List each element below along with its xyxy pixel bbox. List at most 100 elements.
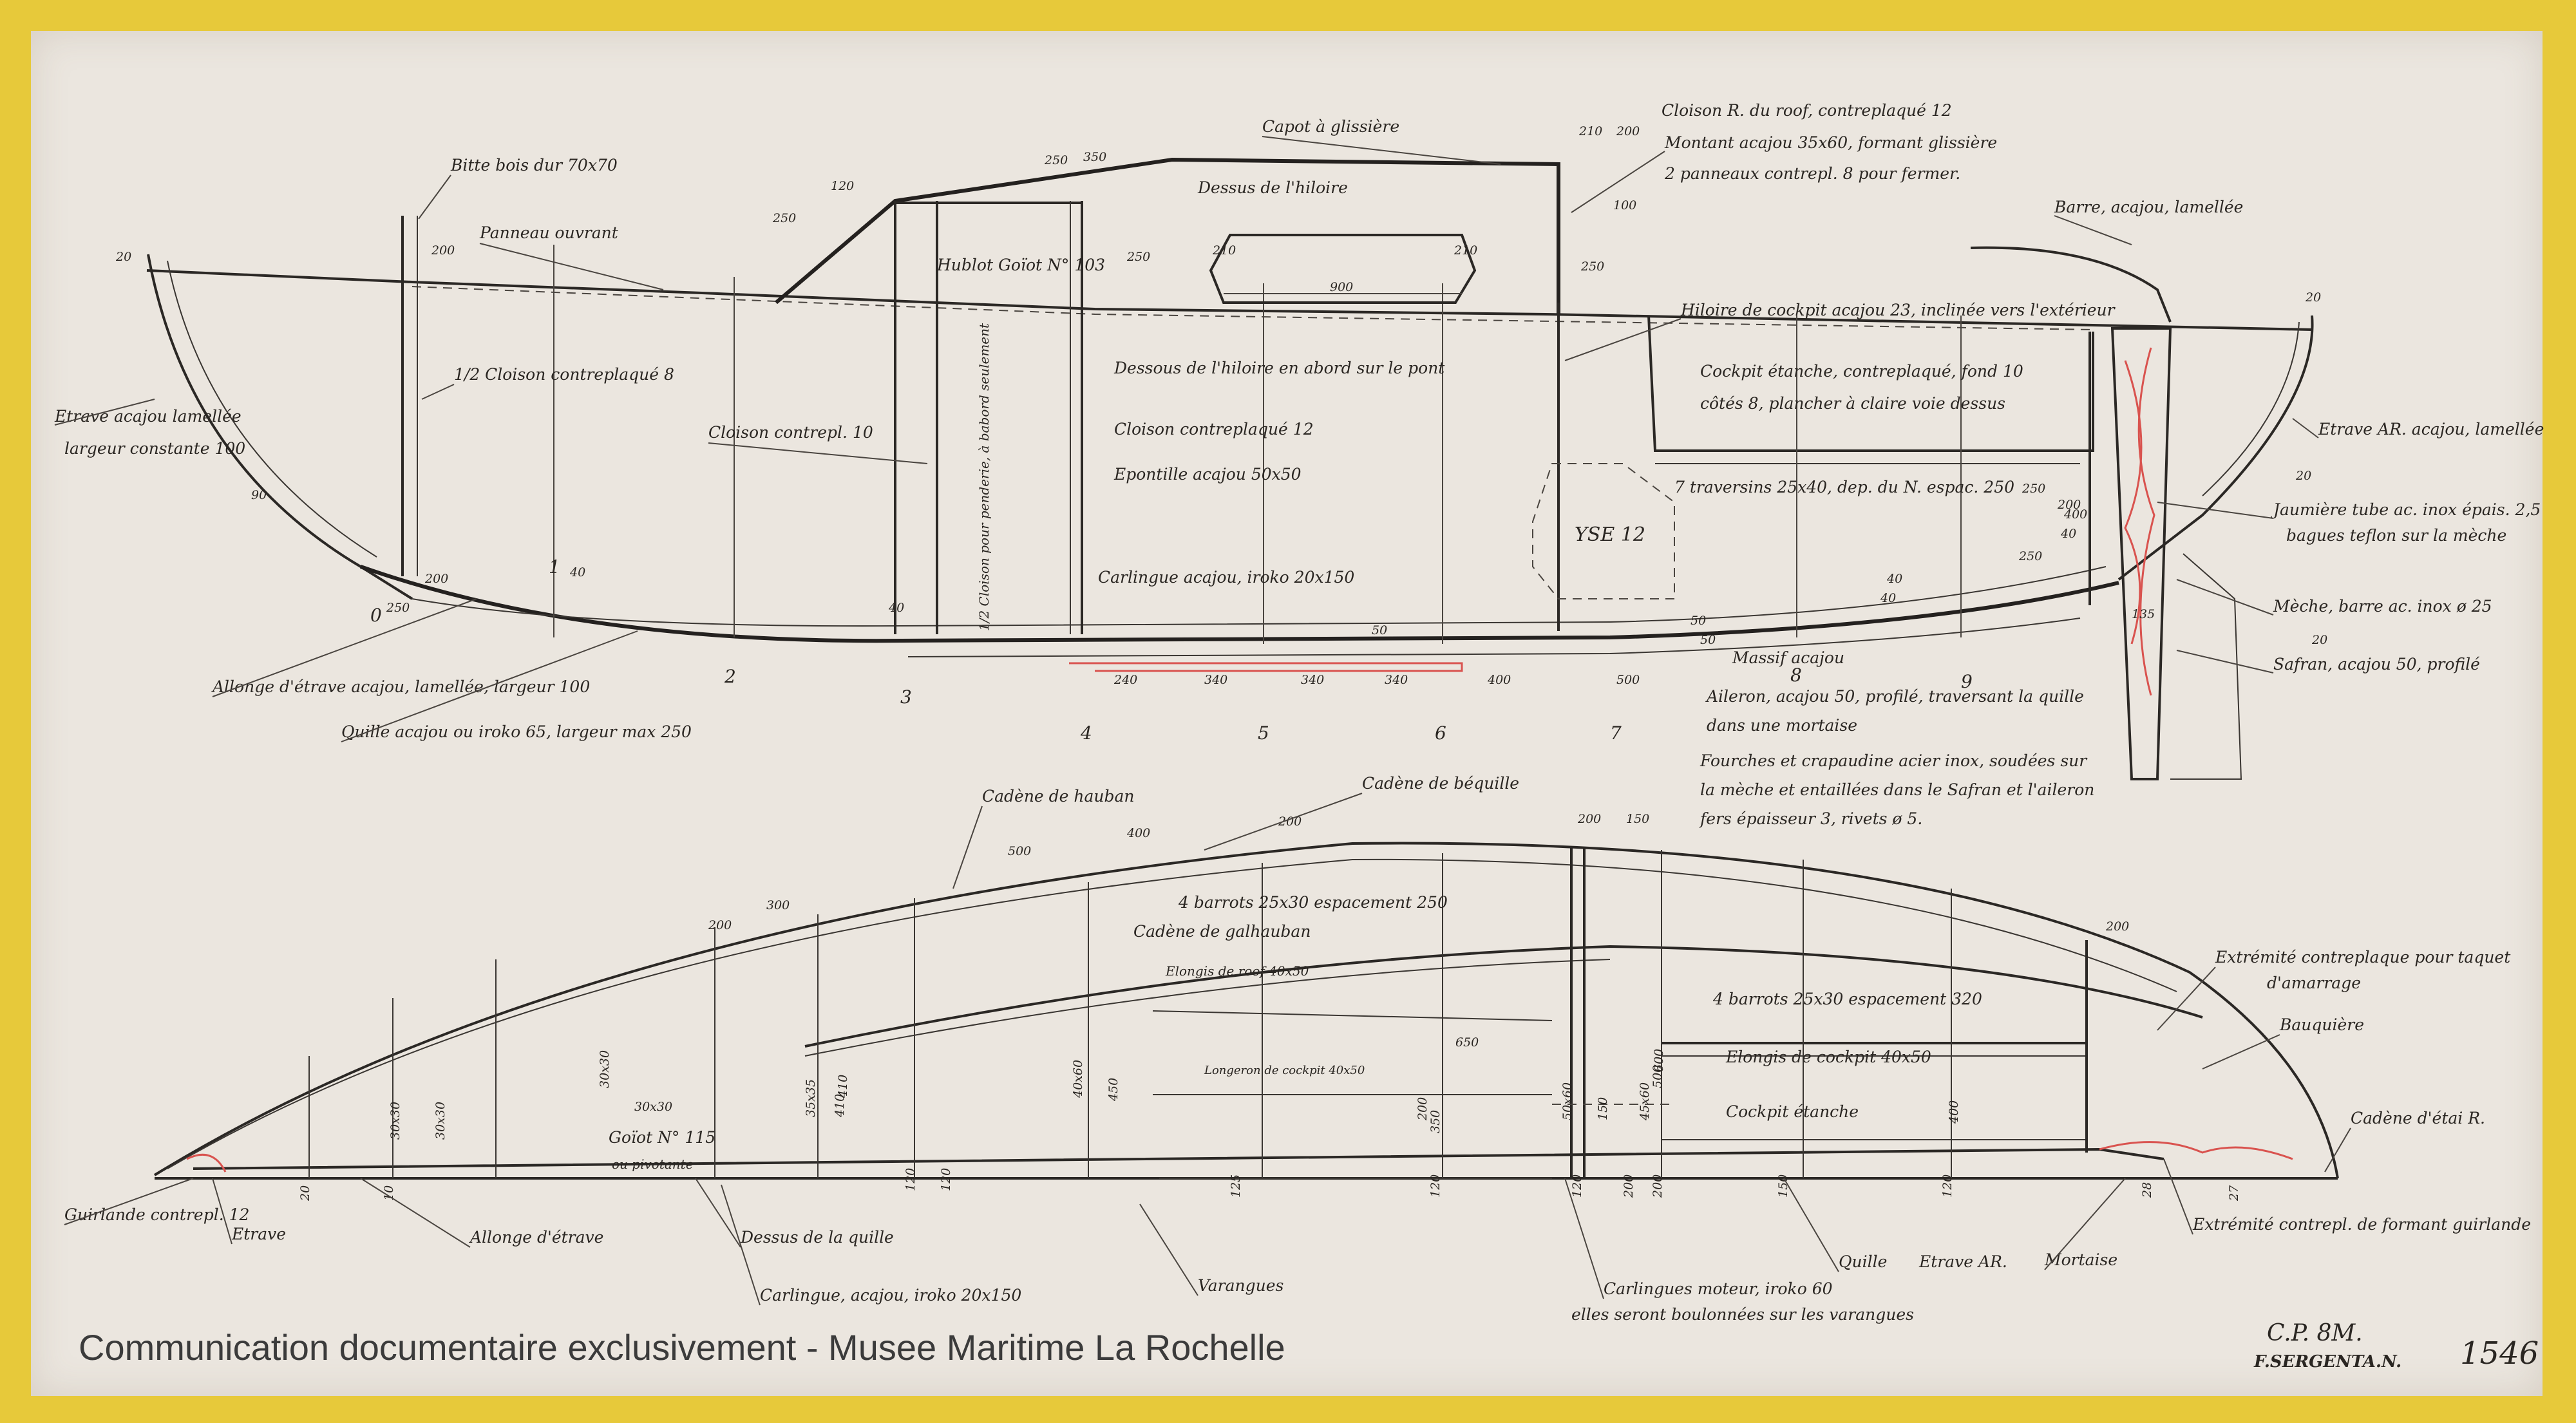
dim-q-38: 27: [2227, 1185, 2241, 1202]
dim-p-6: 250: [1126, 250, 1150, 264]
label-hiloire-cockpit: Hiloire de cockpit acajou 23, inclinée v…: [1680, 301, 2116, 319]
plan-label-quille: Quille: [1839, 1252, 1887, 1271]
profile-labels: Bitte bois dur 70x70 Panneau ouvrant Cap…: [54, 101, 2544, 828]
label-cloison-10: Cloison contrepl. 10: [708, 423, 873, 442]
dim-q-18: 50x60: [1560, 1082, 1575, 1120]
dim-p-1: 200: [431, 243, 455, 258]
plan-label-pivotante: ou pivotante: [612, 1156, 694, 1172]
label-capot: Capot à glissière: [1262, 117, 1399, 136]
leader-lines: [54, 136, 2351, 1306]
dim-p-37: 40: [1880, 591, 1896, 605]
label-hublot: Hublot Goïot N° 103: [936, 256, 1105, 274]
plan-label-etrave: Etrave: [231, 1225, 286, 1243]
dim-p-20: 200: [424, 572, 448, 586]
dim-q-35: 20: [298, 1185, 312, 1202]
label-etrave-ar: Etrave AR. acajou, lamellée: [2318, 420, 2544, 438]
dim-q-17: 200: [1416, 1097, 1430, 1121]
profile-view: [146, 157, 2314, 780]
dim-p-32: 500: [1616, 673, 1640, 687]
rudder-grain-2: [2137, 347, 2155, 696]
dim-p-19: 250: [386, 601, 410, 615]
plan-label-barrots-fore: 4 barrots 25x30 espacement 250: [1178, 893, 1448, 912]
hull-bottom: [907, 617, 2081, 657]
deck-dash: [412, 286, 2094, 330]
cabin-roof: [775, 157, 1560, 316]
station-6: 6: [1435, 722, 1446, 744]
dim-q-28: 120: [904, 1168, 918, 1191]
plan-label-elongis-cockpit: Elongis de cockpit 40x50: [1725, 1048, 1931, 1066]
dim-q-7: 650: [1455, 1035, 1479, 1050]
dim-q-27: 125: [1229, 1174, 1243, 1198]
station-9: 9: [1961, 671, 1973, 692]
dim-p-18: 20: [2305, 290, 2321, 305]
dim-p-14: 250: [2022, 482, 2045, 496]
dim-q-26: 120: [939, 1168, 953, 1191]
label-massif: Massif acajou: [1732, 648, 1844, 667]
dim-p-25: 20: [2295, 469, 2311, 483]
dim-p-15: 200: [2057, 498, 2081, 512]
plan-labels: Cadène de hauban Cadène de béquille 4 ba…: [64, 774, 2531, 1324]
dim-p-7: 210: [1578, 124, 1602, 138]
dim-p-2: 250: [772, 211, 796, 225]
plan-bunk: [1152, 1010, 1553, 1179]
dim-q-6: 200: [708, 918, 732, 932]
dim-q-2: 200: [1278, 815, 1302, 829]
station-4: 4: [1080, 722, 1092, 744]
plan-label-mortaise: Mortaise: [2044, 1250, 2117, 1269]
dim-q-12: 30x30: [433, 1102, 448, 1140]
label-fourches-2: la mèche et entaillées dans le Safran et…: [1700, 780, 2094, 799]
dim-q-11: 30x30: [388, 1102, 402, 1140]
station-2: 2: [724, 666, 736, 687]
plan-label-guirlande: Guirlande contrepl. 12: [64, 1205, 249, 1224]
dim-q-0: 500: [1008, 844, 1031, 858]
watermark: Communication documentaire exclusivement…: [79, 1327, 1285, 1368]
label-panneau: Panneau ouvrant: [479, 223, 619, 242]
dim-p-28: 340: [1204, 673, 1227, 687]
label-meche: Mèche, barre ac. inox ø 25: [2273, 597, 2492, 616]
label-carlingue: Carlingue acajou, iroko 20x150: [1098, 568, 1354, 587]
label-cloison-roof: Cloison R. du roof, contreplaqué 12: [1662, 101, 1952, 120]
dim-p-21: 40: [569, 565, 585, 580]
label-fourches-3: fers épaisseur 3, rivets ø 5.: [1699, 809, 1922, 828]
dim-q-4: 150: [1626, 812, 1649, 826]
engine-outline: [1532, 463, 1675, 599]
tiller: [1970, 246, 2172, 323]
label-cockpit-1: Cockpit étanche, contreplaqué, fond 10: [1700, 362, 2023, 381]
dim-p-9: 100: [1613, 198, 1636, 212]
dim-q-37: 28: [2140, 1182, 2154, 1198]
plan-label-extremite-2: d'amarrage: [2267, 974, 2361, 992]
dim-q-16: 40x60: [1071, 1060, 1085, 1098]
plan-label-carlingues-moteur-1: Carlingues moteur, iroko 60: [1604, 1279, 1833, 1298]
dim-p-17: 90: [251, 488, 267, 502]
dim-q-29: 120: [1428, 1174, 1443, 1198]
dim-q-30: 120: [1570, 1174, 1584, 1198]
cockpit-well: [1647, 315, 2094, 452]
skeg: [2170, 553, 2242, 780]
station-0: 0: [370, 605, 382, 626]
dim-p-33: 400: [2063, 507, 2087, 522]
hiloire-window: [1209, 234, 1477, 304]
station-7: 7: [1610, 722, 1622, 744]
label-cloison-12: Cloison contreplaqué 12: [1114, 420, 1314, 438]
dim-q-10: 30x30: [598, 1050, 612, 1088]
plan-label-cockpit-etanche: Cockpit étanche: [1726, 1102, 1859, 1121]
plan-label-allonge-etrave: Allonge d'étrave: [469, 1228, 603, 1247]
plan-label-cadene-bequille: Cadène de béquille: [1362, 774, 1519, 793]
label-safran: Safran, acajou 50, profilé: [2273, 655, 2480, 674]
dim-p-29: 340: [1301, 673, 1324, 687]
plan-label-goiot: Goïot N° 115: [609, 1128, 715, 1147]
dim-q-20: 45x60: [1638, 1082, 1652, 1121]
dim-p-38: 250: [2018, 549, 2042, 563]
dim-q-3: 200: [1577, 812, 1601, 826]
dim-p-34: 50: [1700, 633, 1716, 647]
label-etrave-largeur: largeur constante 100: [64, 439, 245, 458]
station-3: 3: [900, 686, 912, 708]
dim-p-4: 250: [1044, 153, 1068, 167]
dim-q-33: 150: [1776, 1174, 1790, 1198]
plan-label-barrots-aft: 4 barrots 25x30 espacement 320: [1712, 990, 1982, 1008]
plan-label-etrave-ar: Etrave AR.: [1918, 1252, 2007, 1271]
plan-label-dessus-quille: Dessus de la quille: [740, 1228, 894, 1247]
station-8: 8: [1790, 664, 1802, 686]
label-demi-cloison: 1/2 Cloison contreplaqué 8: [454, 365, 674, 384]
